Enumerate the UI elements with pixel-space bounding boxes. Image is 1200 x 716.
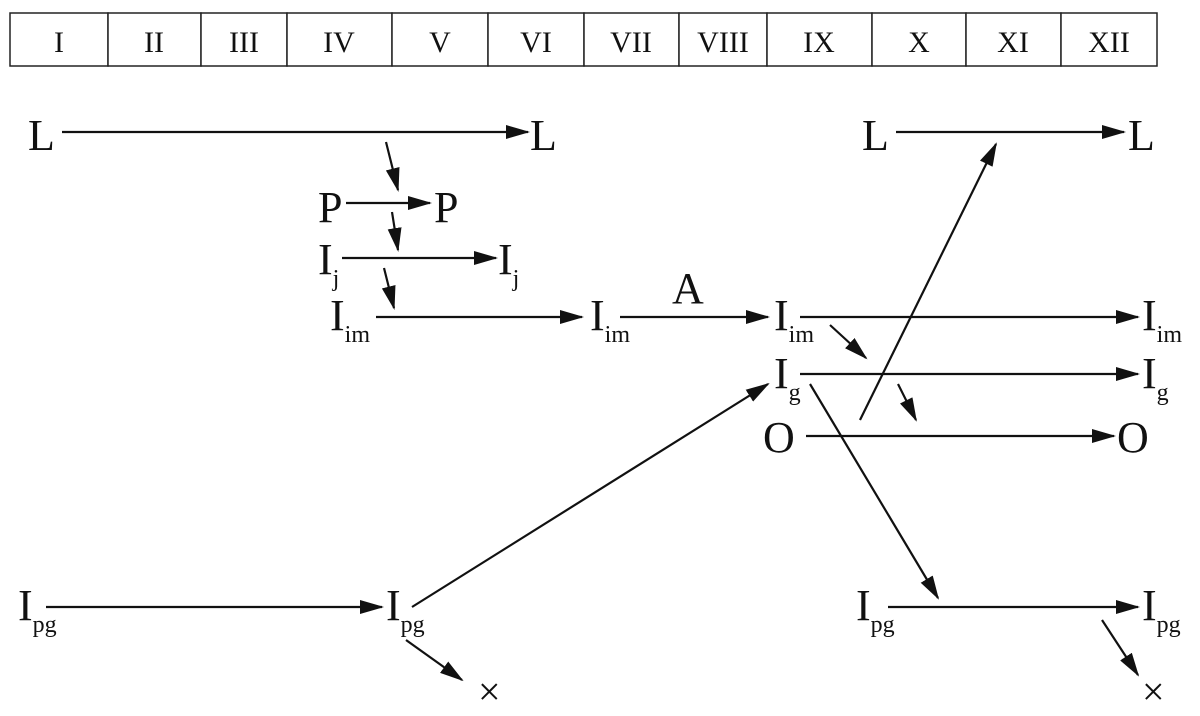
month-cell [678, 12, 768, 67]
month-label: VII [610, 26, 652, 59]
node-L-end: L [530, 111, 557, 160]
node-Ig-start: Ig [774, 349, 801, 406]
node-Ipg-second-end: Ipg [1142, 581, 1181, 638]
month-cell [487, 12, 585, 67]
node-O-start: O [763, 413, 795, 462]
node-Iim-mid: Iim [590, 291, 630, 348]
node-Iim-adult: Iim [774, 291, 814, 348]
month-cell [583, 12, 680, 67]
month-label: IV [323, 26, 355, 59]
month-label: X [908, 26, 930, 59]
arrow-Ipg-to-Ig [411, 382, 770, 608]
month-label: IX [803, 26, 835, 59]
month-cell [871, 12, 967, 67]
arrow-Ipg-death [405, 639, 464, 682]
node-labels: L L L L P P Ij Ij Iim Iim Iim Iim A Ig [18, 111, 1182, 714]
month-label: V [429, 26, 451, 59]
node-Ipg-second-start: Ipg [856, 581, 895, 638]
month-cell [391, 12, 489, 67]
month-cell [766, 12, 873, 67]
node-P-start: P [318, 183, 342, 232]
month-cell [9, 12, 109, 67]
node-L-start: L [28, 111, 55, 160]
arrow-L-to-P [384, 141, 400, 192]
node-L-second-end: L [1128, 111, 1155, 160]
node-Iim-end: Iim [1142, 291, 1182, 348]
arrow-Ij-to-Iim [381, 267, 396, 310]
node-P-end: P [434, 183, 458, 232]
month-label: II [144, 26, 164, 59]
month-label: VIII [697, 26, 749, 59]
arrows [46, 125, 1140, 682]
month-label: III [229, 26, 259, 59]
node-O-end: O [1117, 413, 1149, 462]
arrow-P-to-Ij [387, 211, 402, 252]
arrow-Iim-to-Ig [829, 324, 868, 360]
termination-mark: × [1142, 669, 1165, 714]
arrow-Ipg2-death [1101, 619, 1140, 677]
node-Ig-end: Ig [1142, 349, 1169, 406]
month-cell [1060, 12, 1158, 67]
month-label: I [54, 26, 64, 59]
month-cell [107, 12, 202, 67]
arrow-O-to-L [859, 142, 997, 421]
arrow-Ig-to-O [897, 383, 917, 422]
edge-label-A: A [672, 264, 704, 313]
node-Ij-start: Ij [318, 235, 339, 292]
month-cell [200, 12, 288, 67]
month-label: VI [520, 26, 552, 59]
node-L-second-start: L [862, 111, 889, 160]
node-Ipg-start: Ipg [18, 581, 57, 638]
month-strip: I II III IV V VI VII VIII IX X XI XII [9, 12, 1158, 67]
month-label: XII [1088, 26, 1130, 59]
node-Iim-start: Iim [330, 291, 370, 348]
month-label: XI [997, 26, 1029, 59]
node-Ipg-mid: Ipg [386, 581, 425, 638]
arrow-Ig-to-Ipg [809, 383, 940, 600]
node-Ij-end: Ij [498, 235, 519, 292]
termination-mark: × [478, 669, 501, 714]
